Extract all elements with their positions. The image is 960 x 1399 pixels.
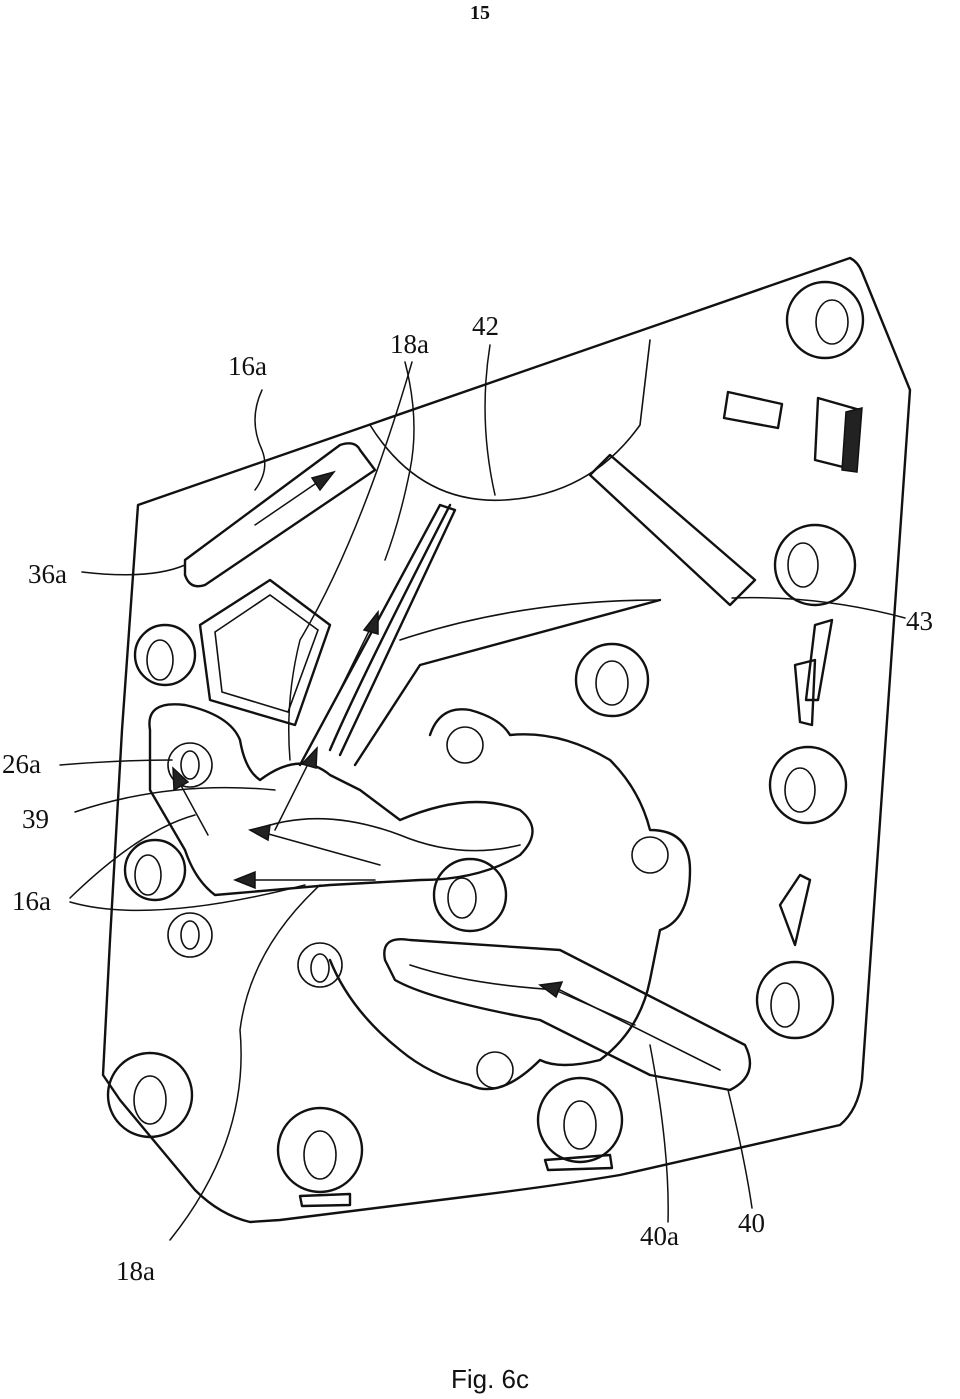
mounting-bosses <box>106 280 865 1194</box>
housing-outline <box>101 256 912 1224</box>
figure-caption: Fig. 6c <box>450 1364 530 1394</box>
flow-arrows <box>172 470 636 1026</box>
label-39: 39 <box>22 804 49 834</box>
channel-16a-upper <box>183 442 377 588</box>
label-18a-bottom: 18a <box>116 1256 155 1286</box>
pentagon-inner <box>214 594 319 713</box>
junction-chamber <box>148 703 534 897</box>
channel-40-floor <box>409 964 721 1071</box>
page-number: 15 <box>470 2 490 24</box>
channel-40 <box>383 938 752 1092</box>
channel-43 <box>588 453 757 607</box>
label-42: 42 <box>472 311 499 341</box>
gear-housing <box>328 708 692 1091</box>
arc-42-wall <box>399 599 661 641</box>
channel-18a-upper <box>298 503 457 767</box>
leader-lines <box>59 344 906 1241</box>
label-36a: 36a <box>28 559 67 589</box>
label-26a: 26a <box>2 749 41 779</box>
chamber-inner-contour <box>254 817 521 852</box>
label-16a-top: 16a <box>228 351 267 381</box>
pentagon-opening <box>198 578 332 727</box>
label-16a-left: 16a <box>12 886 51 916</box>
arrow-head <box>310 470 336 492</box>
channel-18a-wall <box>328 503 662 767</box>
label-43: 43 <box>906 606 933 636</box>
label-18a-top: 18a <box>390 329 429 359</box>
label-40a: 40a <box>640 1221 679 1251</box>
label-40: 40 <box>738 1208 765 1238</box>
ribs <box>298 390 863 1208</box>
